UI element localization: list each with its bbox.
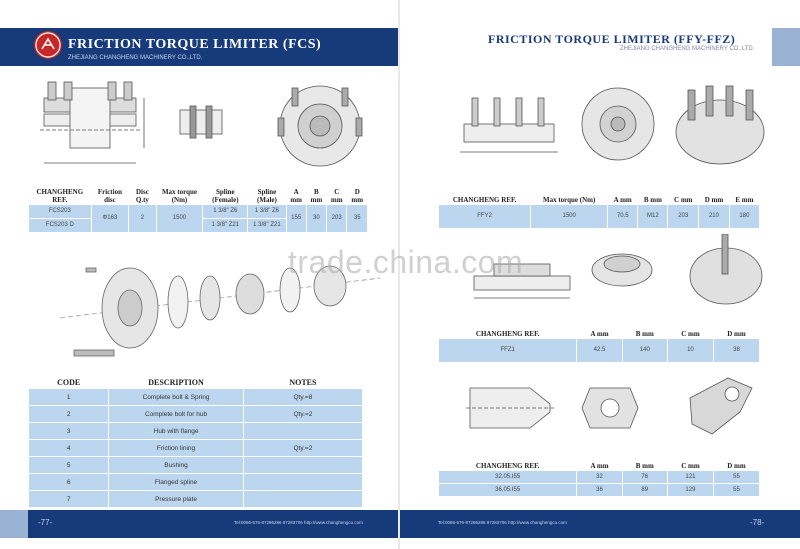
th-female: Spline (Female) bbox=[212, 187, 239, 204]
company-logo-icon bbox=[34, 31, 62, 59]
th-c: C mm bbox=[330, 187, 343, 204]
header-accent bbox=[0, 28, 28, 66]
footer-accent bbox=[0, 510, 28, 538]
yoke-technical-drawings bbox=[466, 377, 753, 435]
left-footer-bar: -77- Tel:0086-576-87286286 87283706 http… bbox=[28, 510, 400, 538]
table-row: 36.05.I55 36 89 129 55 bbox=[437, 482, 761, 497]
right-page-title: FRICTION TORQUE LIMITER (FFY-FFZ) bbox=[488, 32, 736, 46]
ffz-spec-table: CHANGHENG REF. A mm B mm C mm D mm FFZ1 … bbox=[437, 312, 761, 363]
exploded-view-drawing bbox=[60, 265, 380, 357]
th-disc: Friction disc bbox=[97, 187, 122, 204]
right-footer-contact: Tel:0086-576-87286286 87283706 http://ww… bbox=[438, 520, 567, 525]
yoke-spec-table: CHANGHENG REF. A mm B mm C mm D mm 32.05… bbox=[437, 448, 761, 497]
left-page-number: -77- bbox=[38, 518, 53, 527]
header-accent bbox=[772, 28, 800, 66]
left-header-bar: FRICTION TORQUE LIMITER (FCS) ZHEJIANG C… bbox=[28, 28, 400, 66]
th-code: CODE bbox=[57, 377, 81, 387]
th-torque: Max torque (Nm) bbox=[161, 187, 197, 204]
th-a: A mm bbox=[290, 187, 302, 204]
right-footer-bar: Tel:0086-576-87286286 87283706 http://ww… bbox=[400, 510, 772, 538]
right-page-number: -78- bbox=[750, 518, 765, 527]
th-male: Spline (Male) bbox=[257, 187, 277, 204]
right-company-name: ZHEJIANG CHANGHENG MACHINERY CO.,LTD. bbox=[620, 46, 755, 52]
left-footer-contact: Tel:0086-576-87286286 87283706 http://ww… bbox=[234, 520, 363, 525]
table-row: FFZ1 42.5 140 10 38 bbox=[437, 337, 761, 363]
table-row: FCS203 Φ163 2 1500 1 3/8" Z6 1 3/8" Z6 1… bbox=[28, 203, 368, 233]
watermark: trade.china.com bbox=[288, 244, 524, 280]
ffz-technical-drawings bbox=[473, 234, 763, 305]
th-b: B mm bbox=[310, 187, 323, 204]
fcs-spec-table: CHANGHENG REF. Friction disc Disc Q.ty M… bbox=[28, 176, 368, 233]
th-description: DESCRIPTION bbox=[148, 377, 204, 387]
left-page-title: FRICTION TORQUE LIMITER (FCS) bbox=[68, 37, 322, 52]
footer-accent bbox=[772, 510, 800, 538]
ffy-technical-drawings bbox=[460, 85, 765, 165]
table-row: FFY2 1500 70.5 M12 203 210 180 bbox=[437, 203, 761, 229]
right-page: FRICTION TORQUE LIMITER (FFY-FFZ) ZHEJIA… bbox=[400, 0, 800, 549]
th-ref: CHANGHENG REF. bbox=[36, 187, 84, 204]
ffy-spec-table: CHANGHENG REF. Max torque (Nm) A mm B mm… bbox=[437, 176, 761, 229]
th-qty: Disc Q.ty bbox=[135, 187, 149, 204]
fcs-technical-drawings bbox=[40, 81, 363, 167]
table-row: 32.05.I55 32 76 121 55 bbox=[437, 469, 761, 484]
left-page: FRICTION TORQUE LIMITER (FCS) ZHEJIANG C… bbox=[0, 28, 400, 538]
right-header-area: FRICTION TORQUE LIMITER (FFY-FFZ) ZHEJIA… bbox=[400, 28, 772, 66]
left-company-name: ZHEJIANG CHANGHENG MACHINERY CO.,LTD. bbox=[68, 55, 203, 61]
th-d: D mm bbox=[351, 187, 364, 204]
th-notes: NOTES bbox=[289, 377, 317, 387]
